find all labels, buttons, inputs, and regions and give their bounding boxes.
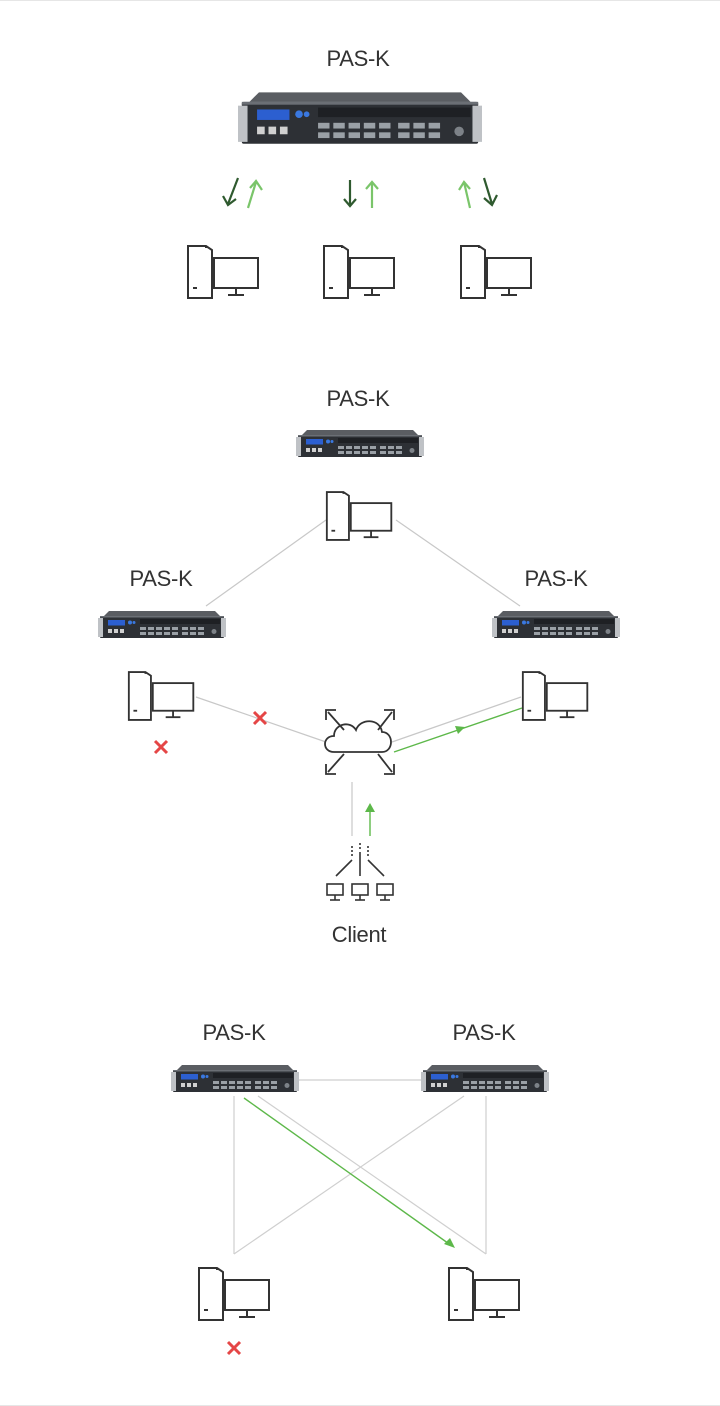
arrow-pair-right — [458, 177, 498, 209]
link-failed-x — [252, 710, 268, 726]
pas-k-appliance — [98, 608, 226, 642]
pas-k-appliance-large — [238, 86, 482, 152]
client-network-icon — [326, 843, 394, 901]
server-failed-x — [153, 739, 169, 755]
server-icon — [127, 670, 197, 722]
arrow-pair-center — [343, 180, 379, 208]
pas-k-appliance — [296, 427, 424, 461]
server-icon — [447, 1266, 523, 1322]
cloud-network-icon — [324, 709, 395, 775]
arrow-pair-left — [222, 177, 263, 209]
server-icon — [325, 490, 395, 542]
server-icon — [521, 670, 591, 722]
redundancy-links — [233, 1079, 487, 1255]
pas-k-appliance — [171, 1062, 299, 1096]
server-failed-x-2 — [226, 1340, 242, 1356]
server-icon — [186, 244, 262, 300]
pas-k-appliance — [421, 1062, 549, 1096]
device-label: PAS-K — [326, 46, 390, 71]
redundancy-traffic-flow — [243, 1097, 455, 1248]
gslb-links — [195, 519, 522, 836]
server-icon — [197, 1266, 273, 1322]
device-label: PAS-K — [129, 566, 193, 591]
pas-k-appliance — [492, 608, 620, 642]
device-label: PAS-K — [524, 566, 588, 591]
gslb-traffic-flow — [365, 707, 523, 836]
device-label: PAS-K — [326, 386, 390, 411]
client-label: Client — [331, 922, 387, 947]
device-label: PAS-K — [202, 1020, 266, 1045]
server-icon — [322, 244, 398, 300]
device-label: PAS-K — [452, 1020, 516, 1045]
server-icon — [459, 244, 535, 300]
